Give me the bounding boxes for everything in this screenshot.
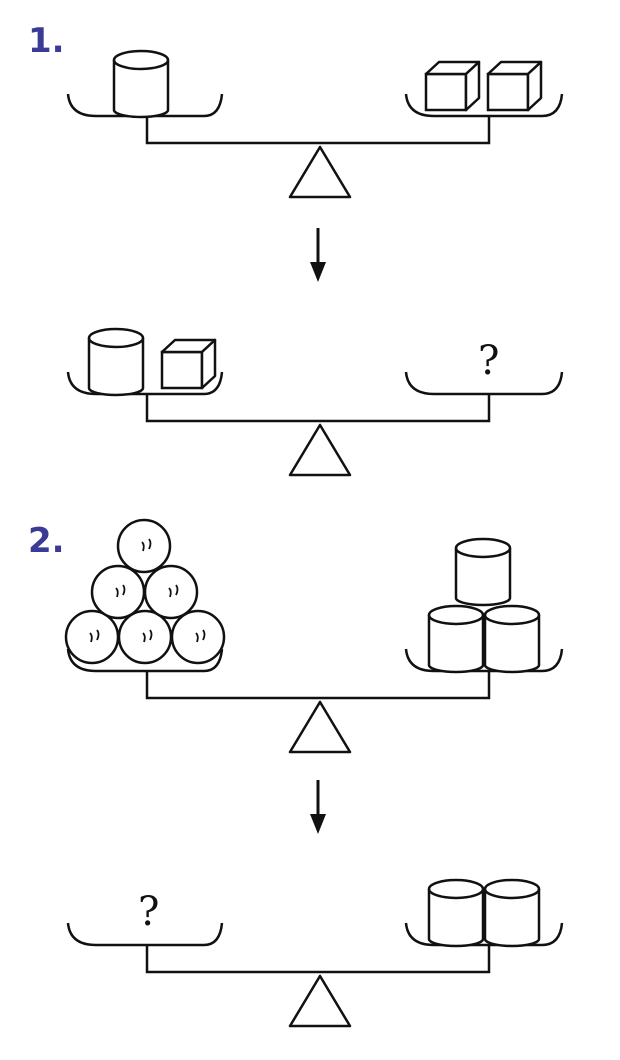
unknown-question-mark: ? — [138, 889, 159, 935]
ball-icon — [90, 564, 146, 620]
puzzle-2-balance-after: ? — [66, 878, 564, 1028]
cylinder-icon — [483, 878, 541, 948]
puzzle-1-number: 1. — [28, 21, 65, 61]
down-arrow-icon — [310, 228, 326, 282]
cube-icon — [160, 338, 217, 390]
cylinder-icon — [454, 537, 512, 607]
ball-icon — [116, 518, 172, 574]
ball-icon — [143, 564, 199, 620]
ball-icon — [117, 609, 173, 665]
cylinder-icon — [112, 49, 170, 119]
cylinder-icon — [427, 604, 485, 674]
ball-icon — [64, 609, 120, 665]
down-arrow-icon — [310, 780, 326, 834]
cylinder-icon — [427, 878, 485, 948]
cylinder-icon — [483, 604, 541, 674]
ball-icon — [170, 609, 226, 665]
unknown-question-mark: ? — [478, 338, 499, 384]
puzzle-2-number: 2. — [28, 521, 65, 561]
cube-icon — [486, 60, 543, 112]
puzzle-1-balance-before — [66, 49, 564, 199]
puzzle-1-balance-after: ? — [66, 327, 564, 477]
puzzle-2-balance-before — [64, 518, 564, 754]
cube-icon — [424, 60, 481, 112]
cylinder-icon — [87, 327, 145, 397]
